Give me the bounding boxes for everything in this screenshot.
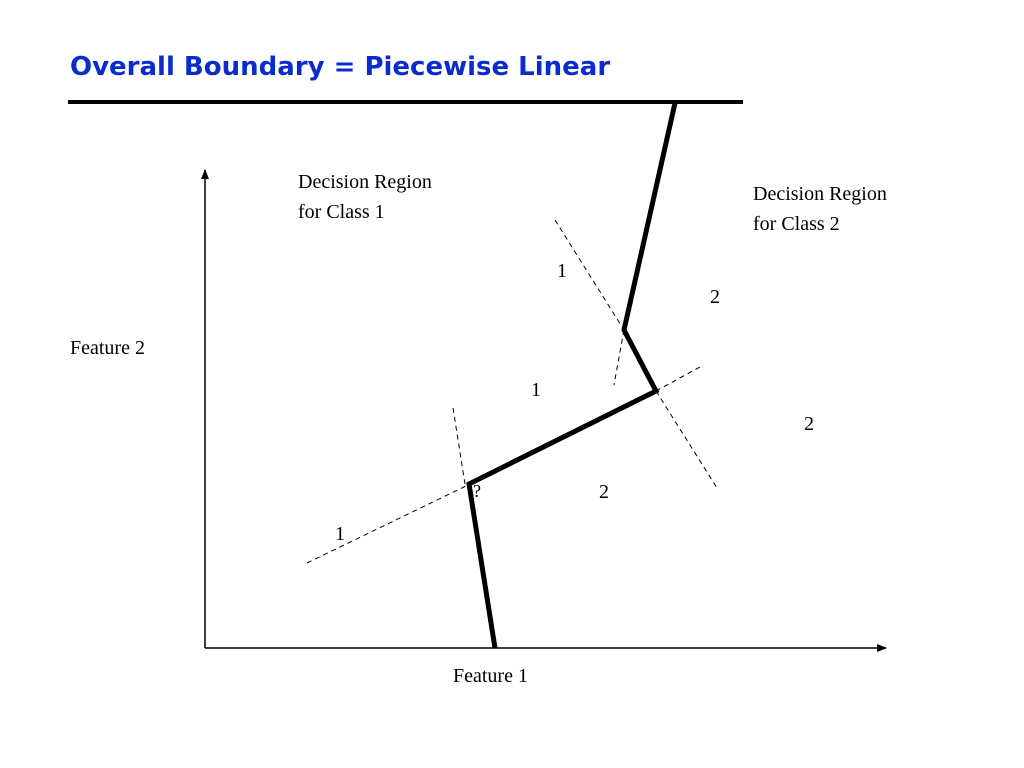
dashed-boundary-line [613,329,625,386]
region-class2-label-line2: for Class 2 [753,213,840,235]
uncertain-label: ? [473,481,481,501]
class-label: 2 [804,413,814,435]
region-class1-label-line2: for Class 1 [298,201,385,223]
class-label: 1 [531,379,541,401]
title-underline [68,100,743,104]
class-label: 2 [599,481,609,503]
class-label: 1 [335,523,345,545]
region-class2-label-line1: Decision Region [753,183,887,205]
dashed-boundary-line [655,366,701,392]
region-class1-label-line1: Decision Region [298,171,432,193]
dashed-boundary-line [554,219,625,331]
slide-title: Overall Boundary = Piecewise Linear [70,52,611,82]
y-axis-label: Feature 2 [70,337,145,359]
class-label: 2 [710,286,720,308]
piecewise-linear-boundary [466,102,678,649]
class-label: 1 [557,260,567,282]
dashed-boundary-line [306,483,471,564]
dashed-boundary-line [655,390,718,489]
x-axis-label: Feature 1 [453,665,528,687]
dashed-boundary-line [452,407,466,485]
